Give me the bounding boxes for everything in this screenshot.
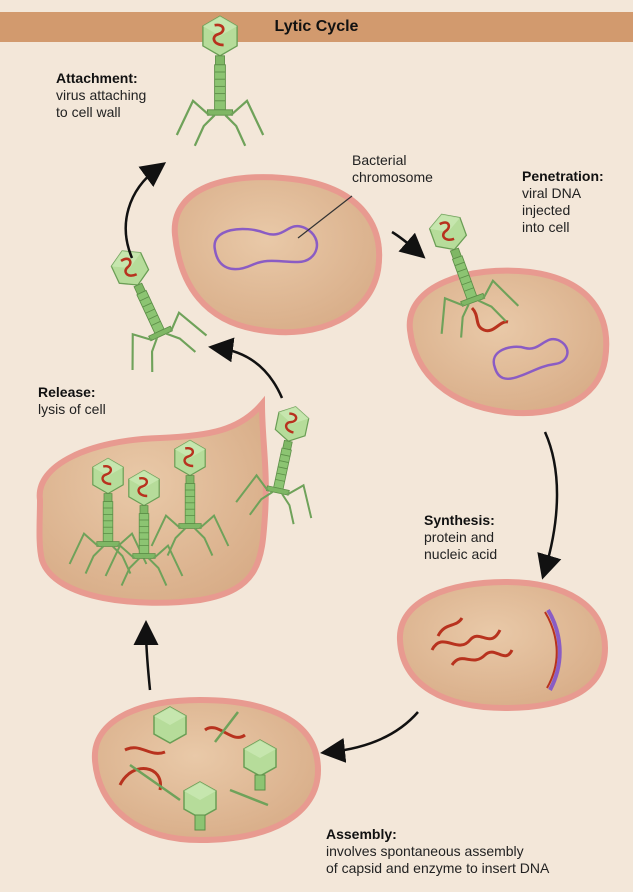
attachment-line-1: virus attaching <box>56 87 146 104</box>
assembly-line-2: of capsid and enzyme to insert DNA <box>326 860 549 877</box>
chromosome-line-2: chromosome <box>352 169 433 186</box>
label-bacterial-chromosome: Bacterial chromosome <box>352 152 433 186</box>
penetration-heading: Penetration: <box>522 168 604 185</box>
arrow-release-up <box>218 348 282 398</box>
penetration-line-3: into cell <box>522 219 604 236</box>
penetration-line-1: viral DNA <box>522 185 604 202</box>
cell-release <box>40 404 266 603</box>
cell-synthesis <box>400 582 605 708</box>
arrow-attachment-to-penetration <box>392 232 418 252</box>
label-assembly: Assembly: involves spontaneous assembly … <box>326 826 549 877</box>
arrow-assembly-to-release <box>146 630 150 690</box>
label-synthesis: Synthesis: protein and nucleic acid <box>424 512 497 563</box>
release-line-1: lysis of cell <box>38 401 106 418</box>
arrow-penetration-to-synthesis <box>545 432 557 570</box>
cell-assembly <box>95 700 318 840</box>
penetration-line-2: injected <box>522 202 604 219</box>
phage-attachment <box>177 16 263 146</box>
synthesis-heading: Synthesis: <box>424 512 497 529</box>
attachment-line-2: to cell wall <box>56 104 146 121</box>
label-penetration: Penetration: viral DNA injected into cel… <box>522 168 604 236</box>
arrow-release-to-attachment <box>126 168 158 258</box>
assembly-heading: Assembly: <box>326 826 549 843</box>
attachment-heading: Attachment: <box>56 70 146 87</box>
cell-penetration <box>410 271 607 413</box>
release-heading: Release: <box>38 384 106 401</box>
synthesis-line-2: nucleic acid <box>424 546 497 563</box>
arrow-synthesis-to-assembly <box>330 712 418 752</box>
chromosome-line-1: Bacterial <box>352 152 433 169</box>
label-attachment: Attachment: virus attaching to cell wall <box>56 70 146 121</box>
label-release: Release: lysis of cell <box>38 384 106 418</box>
assembly-line-1: involves spontaneous assembly <box>326 843 549 860</box>
synthesis-line-1: protein and <box>424 529 497 546</box>
cell-attachment <box>175 177 379 332</box>
